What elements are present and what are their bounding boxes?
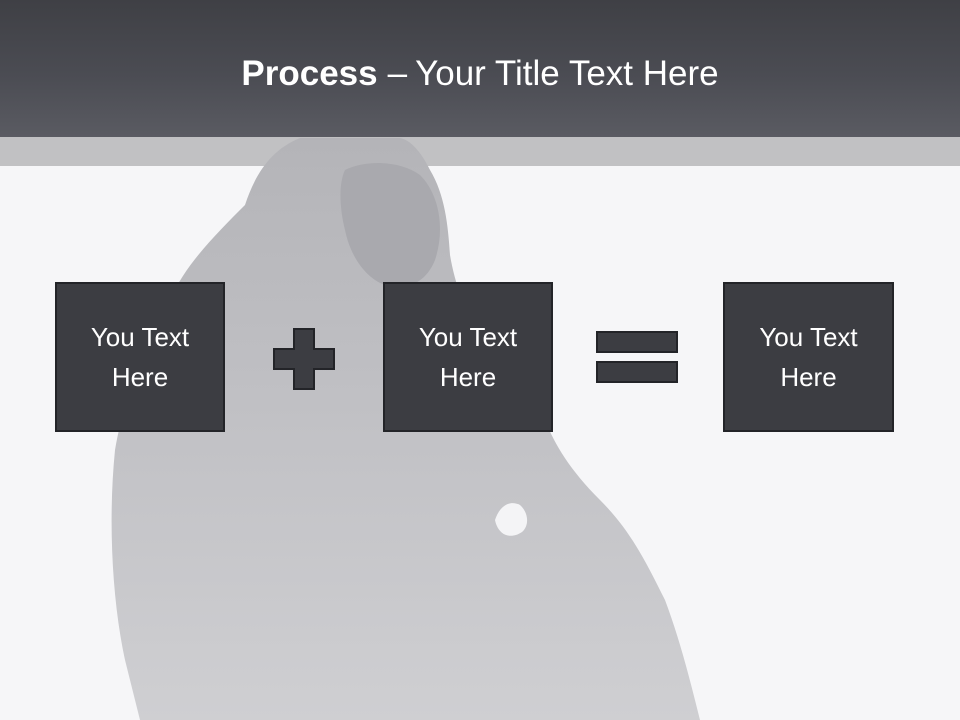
slide-title: Process–Your Title Text Here <box>0 52 960 96</box>
title-text: Your Title Text Here <box>415 54 719 93</box>
process-step-box-3: You Text Here <box>723 282 894 432</box>
process-step-text: You Text Here <box>90 322 190 392</box>
process-step-box-2: You Text Here <box>383 282 553 432</box>
plus-icon <box>273 328 335 390</box>
process-step-text: You Text Here <box>418 322 518 392</box>
equals-icon <box>596 331 678 383</box>
process-step-box-1: You Text Here <box>55 282 225 432</box>
title-bar: Process–Your Title Text Here <box>0 0 960 137</box>
title-underline-stripe <box>0 137 960 166</box>
title-bold-part: Process <box>241 54 378 93</box>
title-separator: – <box>387 54 408 93</box>
process-step-text: You Text Here <box>759 322 858 392</box>
